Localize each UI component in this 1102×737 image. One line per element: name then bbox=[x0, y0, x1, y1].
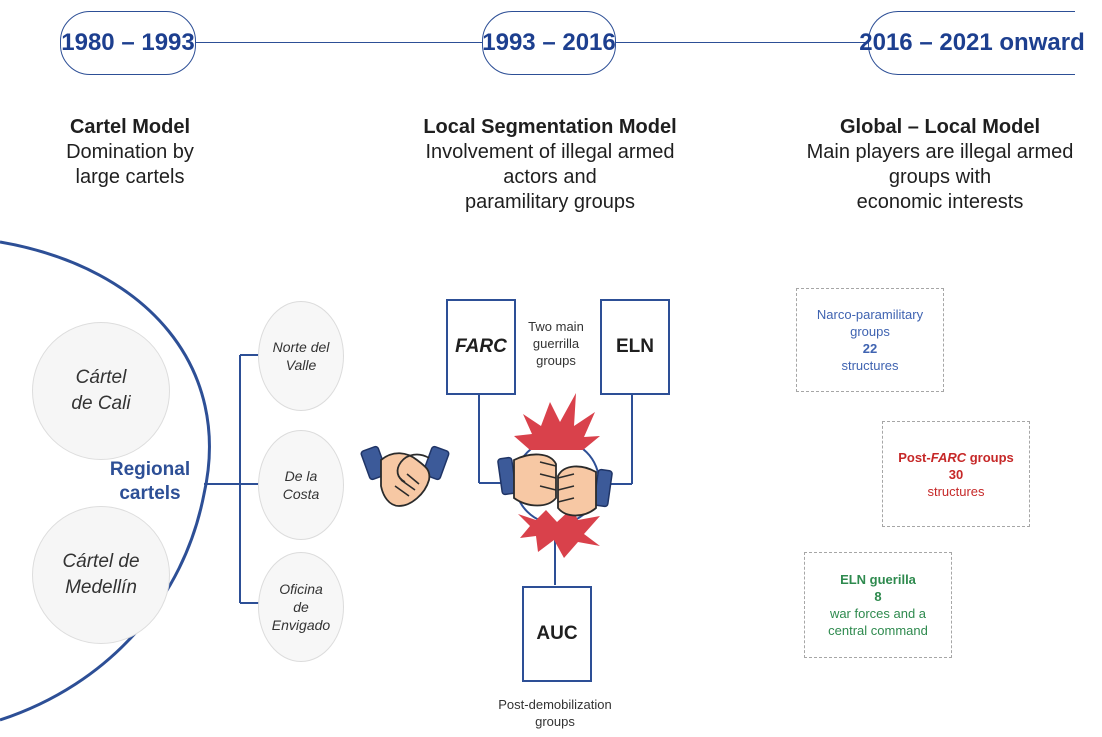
cartel-cali-circle: Cártel de Cali bbox=[32, 322, 170, 460]
model-description-line: groups with bbox=[888, 166, 992, 188]
caption-line: guerrilla bbox=[532, 336, 580, 351]
group-name-line: ELN guerilla bbox=[840, 572, 916, 587]
regional-cartels-label: Regional cartels bbox=[104, 458, 196, 506]
model-title: Global – Local Model bbox=[839, 116, 1041, 138]
regional-cartel-line: Oficina bbox=[279, 581, 323, 597]
post-demobilization-caption: Post-demobilization groups bbox=[480, 696, 630, 730]
regional-label-line: cartels bbox=[119, 483, 181, 504]
fist-bump-clash-icon bbox=[497, 393, 613, 558]
cartel-name-line: Cártel de bbox=[62, 551, 140, 572]
period-label: 1993 – 2016 bbox=[482, 29, 616, 56]
handshake-icon bbox=[360, 445, 450, 507]
regional-cartel-line: Costa bbox=[282, 486, 320, 502]
regional-cartel-line: Norte del bbox=[272, 339, 330, 355]
regional-cartel-line: Valle bbox=[285, 357, 317, 373]
caption-line: groups bbox=[535, 714, 575, 729]
model-local-segmentation: Local Segmentation Model Involvement of … bbox=[400, 115, 700, 215]
regional-cartel-line: Envigado bbox=[271, 617, 331, 633]
group-name-line: Narco-paramilitary bbox=[816, 307, 924, 322]
actor-label: ELN bbox=[616, 336, 654, 357]
structure-unit: structures bbox=[841, 358, 899, 373]
regional-cartel-line: de bbox=[293, 599, 309, 615]
model-cartel: Cartel Model Domination by large cartels bbox=[20, 115, 240, 190]
cartel-arc bbox=[0, 240, 211, 722]
period-label: 1980 – 1993 bbox=[61, 29, 195, 56]
regional-cartel-oficina-de-envigado: Oficina de Envigado bbox=[258, 552, 344, 662]
structure-count: 22 bbox=[862, 341, 878, 356]
period-pill-1993-2016: 1993 – 2016 bbox=[482, 11, 616, 75]
model-description-line: large cartels bbox=[75, 166, 185, 188]
regional-cartel-de-la-costa: De la Costa bbox=[258, 430, 344, 540]
group-name-emphasis: FARC bbox=[930, 449, 967, 465]
cartel-name-line: Medellín bbox=[65, 577, 137, 598]
regional-cartel-line: De la bbox=[284, 468, 318, 484]
narco-paramilitary-box: Narco-paramilitary groups 22 structures bbox=[796, 288, 944, 392]
cartel-medellin-circle: Cártel de Medellín bbox=[32, 506, 170, 644]
group-description-line: war forces and a bbox=[829, 606, 927, 621]
model-global-local: Global – Local Model Main players are il… bbox=[790, 115, 1090, 215]
caption-line: groups bbox=[536, 353, 576, 368]
model-description-line: Domination by bbox=[66, 141, 194, 163]
eln-guerrilla-box: ELN guerilla 8 war forces and a central … bbox=[804, 552, 952, 658]
period-pill-1980-1993: 1980 – 1993 bbox=[60, 11, 196, 75]
model-title: Local Segmentation Model bbox=[423, 116, 677, 138]
structure-count: 8 bbox=[874, 589, 882, 604]
model-description-line: paramilitary groups bbox=[464, 191, 636, 213]
group-name-line: groups bbox=[850, 324, 890, 339]
model-title: Cartel Model bbox=[69, 116, 191, 138]
model-description-line: economic interests bbox=[856, 191, 1024, 213]
actor-label: FARC bbox=[455, 336, 507, 357]
group-name-line: Post-FARC groups bbox=[898, 449, 1014, 466]
guerrilla-caption: Two main guerrilla groups bbox=[514, 318, 598, 369]
structure-unit: structures bbox=[927, 483, 985, 499]
model-description-line: Main players are illegal armed bbox=[806, 141, 1074, 163]
actor-label: AUC bbox=[536, 623, 578, 644]
cartel-name-line: Cártel bbox=[75, 367, 127, 388]
post-farc-box: Post-FARC groups 30 structures bbox=[882, 421, 1030, 527]
actor-eln-box: ELN bbox=[600, 299, 670, 395]
caption-line: Post-demobilization bbox=[498, 697, 612, 712]
structure-count: 30 bbox=[948, 466, 964, 482]
group-description-line: central command bbox=[828, 623, 928, 638]
period-label: 2016 – 2021 onward bbox=[859, 29, 1085, 56]
model-description-line: Involvement of illegal armed bbox=[425, 141, 675, 163]
regional-bracket bbox=[204, 354, 259, 604]
actor-farc-box: FARC bbox=[446, 299, 516, 395]
caption-line: Two main bbox=[528, 319, 584, 334]
cartel-name-line: de Cali bbox=[71, 393, 131, 414]
group-name-prefix: Post- bbox=[898, 449, 931, 465]
model-description-line: actors and bbox=[503, 166, 597, 188]
regional-label-line: Regional bbox=[109, 459, 191, 480]
period-pill-2016-onward: 2016 – 2021 onward bbox=[859, 11, 1085, 75]
group-name-suffix: groups bbox=[966, 449, 1014, 465]
regional-cartel-norte-del-valle: Norte del Valle bbox=[258, 301, 344, 411]
actor-auc-box: AUC bbox=[522, 586, 592, 682]
